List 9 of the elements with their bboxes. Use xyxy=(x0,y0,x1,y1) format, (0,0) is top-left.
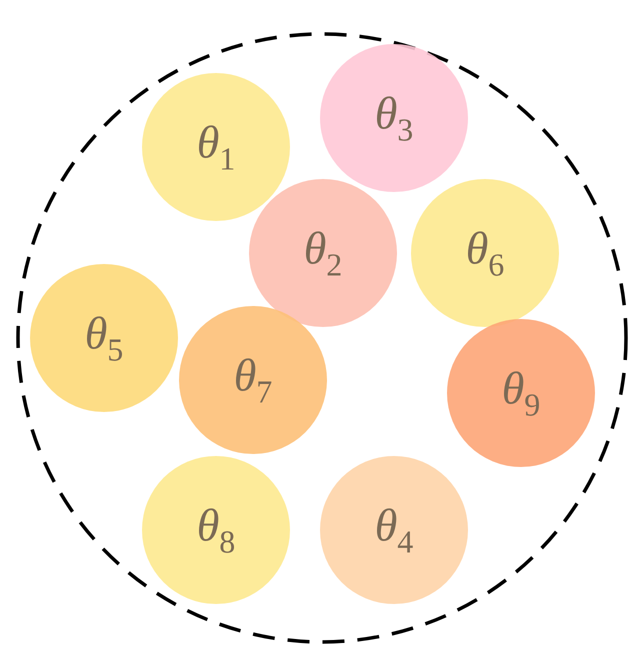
parameter-label: θ$_{2}$ xyxy=(302,226,344,280)
parameter-label: θ$_{8}$ xyxy=(196,502,236,558)
parameter-label: θ$_{6}$ xyxy=(464,226,506,280)
parameter-label: θ$_{3}$ xyxy=(374,90,414,146)
parameter-label: θ$_{4}$ xyxy=(374,502,414,558)
parameter-label: θ$_{1}$ xyxy=(196,120,236,174)
parameter-label: θ$_{9}$ xyxy=(500,366,542,420)
parameter-label: θ$_{7}$ xyxy=(232,352,274,408)
parameter-label: θ$_{5}$ xyxy=(84,310,124,366)
